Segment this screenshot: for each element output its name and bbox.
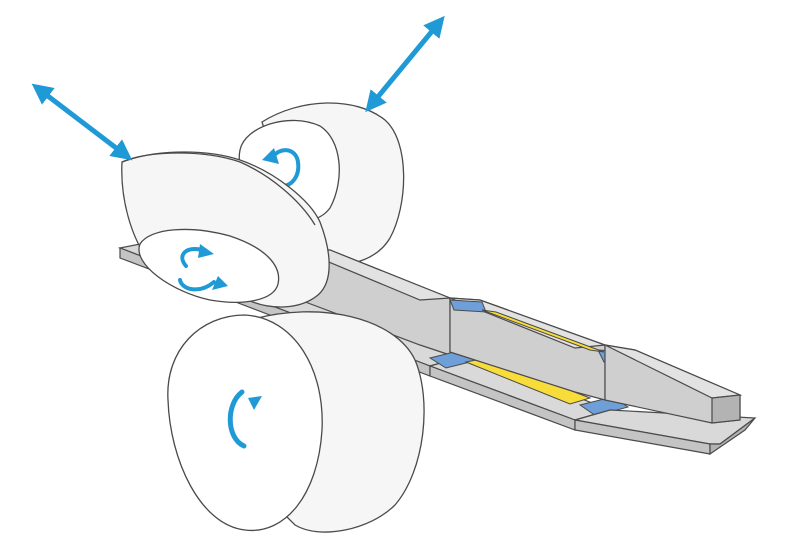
lower-main-roll <box>167 311 425 533</box>
rotation-arrow-icon <box>227 389 247 449</box>
weld-yellow-web <box>481 309 605 353</box>
rotation-arrow-icon <box>270 148 301 188</box>
rotation-arrow-icon <box>178 247 216 292</box>
rotation-arrow-head-icon <box>248 396 262 410</box>
upper-roll-rim <box>121 152 316 226</box>
double-headed-arrow-icon <box>31 83 133 161</box>
rotation-arrow-head-icon <box>212 276 228 290</box>
rail-flange-right-end <box>709 417 756 456</box>
weld-blue-web-left <box>449 299 487 313</box>
rotation-arrow-head-icon <box>198 244 214 258</box>
upper-roll-face <box>138 228 280 303</box>
rail-web-right-end <box>711 394 741 424</box>
double-headed-arrow-icon <box>365 15 445 113</box>
upper-tapered-roll <box>121 151 330 308</box>
rotation-arrow-head-icon <box>262 148 279 164</box>
lower-roll-face <box>167 314 323 532</box>
